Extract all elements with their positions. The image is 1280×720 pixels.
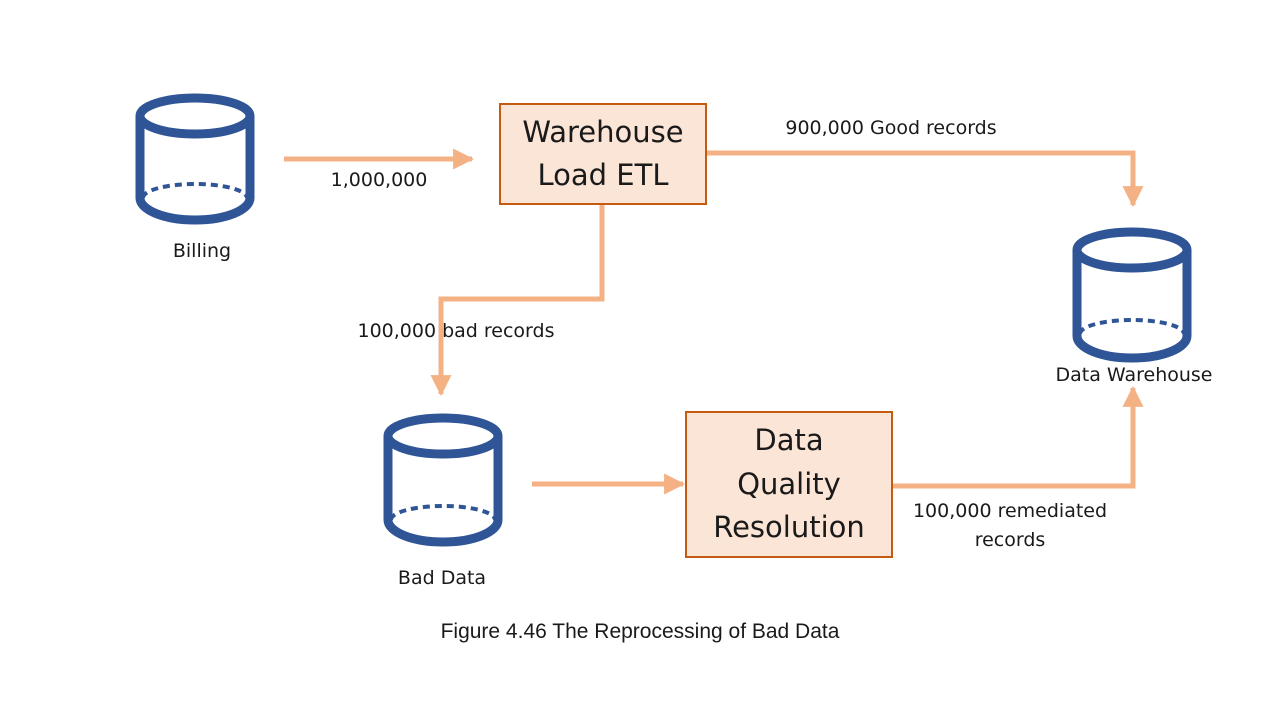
arrow-etl-to-bad-data xyxy=(430,204,605,397)
data-quality-resolution-box: Data Quality Resolution xyxy=(685,411,893,558)
figure-caption: Figure 4.46 The Reprocessing of Bad Data xyxy=(440,620,840,643)
etl-box-line1: Warehouse xyxy=(522,114,684,149)
billing-cylinder-icon xyxy=(135,93,255,225)
data-warehouse-label: Data Warehouse xyxy=(1055,364,1213,386)
edge-label-etl-to-warehouse: 900,000 Good records xyxy=(785,117,997,139)
data-warehouse-cylinder-icon xyxy=(1072,227,1192,363)
arrow-etl-to-warehouse xyxy=(707,150,1144,208)
warehouse-load-etl-box: Warehouse Load ETL xyxy=(499,103,707,205)
bad-data-cylinder-icon xyxy=(383,413,503,547)
edge-label-dq-to-warehouse: 100,000 remediated records xyxy=(913,497,1107,555)
dq-box-line1: Data xyxy=(754,423,824,458)
edge-label-billing-to-etl: 1,000,000 xyxy=(330,169,428,191)
edge-label-etl-to-bad-data: 100,000 bad records xyxy=(357,320,555,342)
billing-label: Billing xyxy=(172,240,232,262)
bad-data-label: Bad Data xyxy=(397,567,487,589)
dq-box-line2: Quality xyxy=(737,466,841,501)
edge-label-dq-line2: records xyxy=(974,529,1046,551)
arrow-dq-to-warehouse xyxy=(893,385,1144,489)
etl-box-line2: Load ETL xyxy=(537,158,669,192)
dq-box-line3: Resolution xyxy=(713,510,865,545)
edge-label-dq-line1: 100,000 remediated xyxy=(912,500,1108,522)
